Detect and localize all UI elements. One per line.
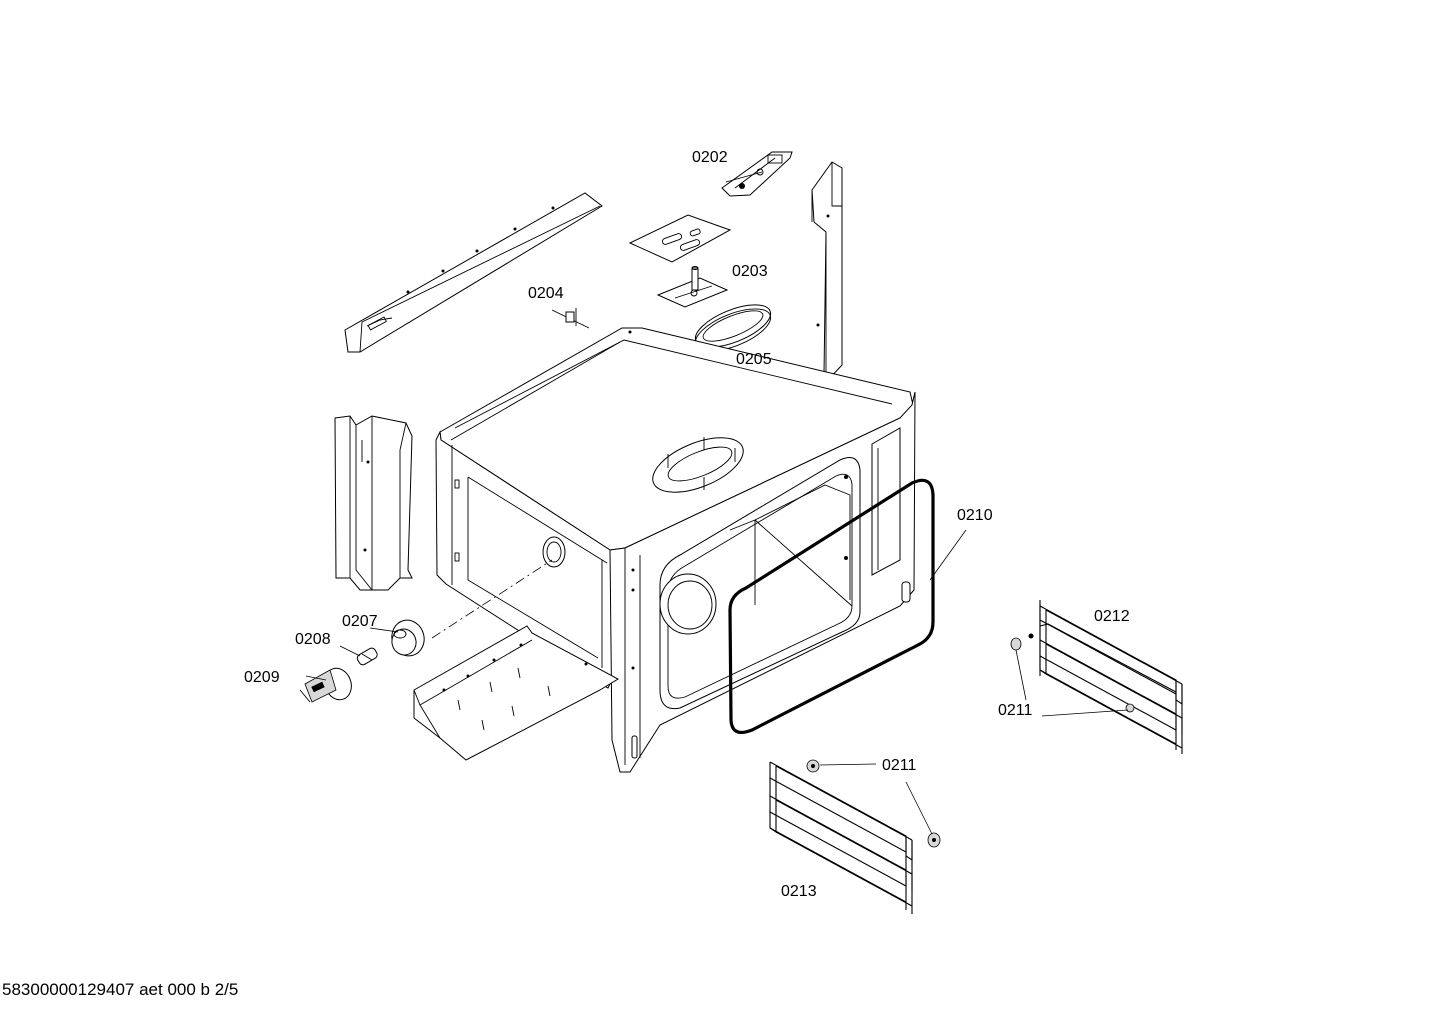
- part-0208-bulb: [356, 647, 378, 666]
- right-side-bracket: [811, 161, 843, 381]
- label-0209: 0209: [244, 669, 280, 686]
- part-0207-lamp-cover: [391, 619, 425, 657]
- label-0213: 0213: [781, 883, 817, 900]
- label-0202: 0202: [692, 149, 728, 166]
- part-0211-fasteners-bottom: [806, 759, 941, 848]
- label-0208: 0208: [295, 631, 331, 648]
- label-0204: 0204: [528, 285, 564, 302]
- part-0211-fasteners-right: [1010, 633, 1135, 717]
- part-0209-lamp-socket: [299, 667, 352, 703]
- oven-cavity: [435, 327, 916, 773]
- label-0205: 0205: [736, 351, 772, 368]
- part-0213-side-rack: [769, 761, 913, 914]
- part-0203-sensor-plate: [656, 266, 729, 308]
- cover-plate: [628, 214, 732, 263]
- bottom-rail-bracket: [413, 625, 620, 761]
- part-0204-pin: [551, 308, 590, 329]
- document-id: 58300000129407 aet 000 b 2/5: [2, 980, 239, 999]
- label-0212: 0212: [1094, 608, 1130, 625]
- leader-lines: [305, 529, 967, 681]
- part-0210-door-gasket: [728, 478, 935, 734]
- label-0211-right: 0211: [998, 702, 1033, 719]
- lamp-axis-line: [431, 559, 553, 639]
- label-0203: 0203: [732, 263, 768, 280]
- label-0211-bottom: 0211: [882, 757, 917, 774]
- part-0212-side-rack: [1039, 600, 1183, 754]
- top-rail-bracket: [344, 192, 603, 353]
- label-0210: 0210: [957, 507, 993, 524]
- part-0202-sensor-bracket: [721, 151, 793, 197]
- label-0207: 0207: [342, 613, 378, 630]
- left-side-bracket: [334, 415, 413, 591]
